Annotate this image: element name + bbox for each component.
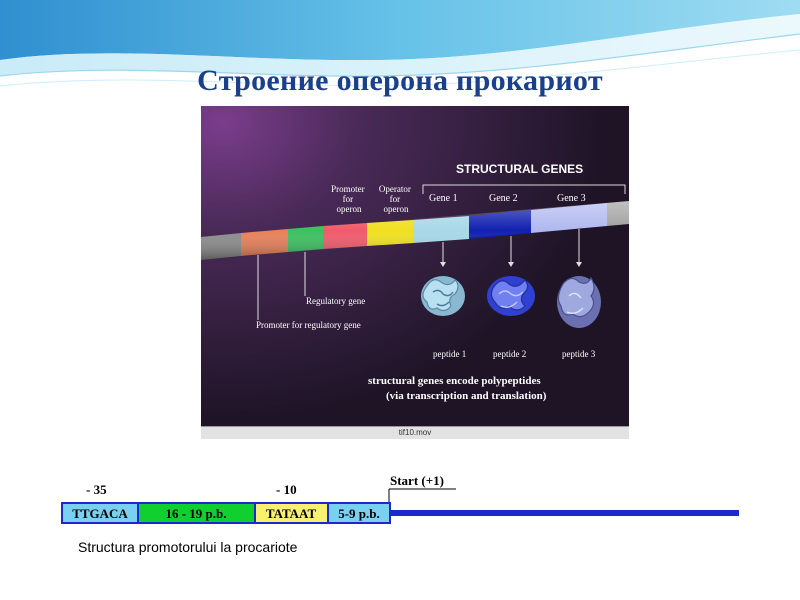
promoter-diagram: - 35 - 10 Start (+1) TTGACA 16 - 19 p.b.… [56, 468, 744, 558]
figure-caption-line-2: (via transcription and translation) [386, 390, 547, 402]
tube-shading [201, 201, 629, 260]
gene-1-arrowhead [440, 262, 446, 267]
peptide-3-label: peptide 3 [562, 349, 596, 359]
slide-title: Строение оперона прокариот [197, 64, 603, 97]
gene-3-arrowhead [576, 262, 582, 267]
dna-line [390, 510, 739, 516]
peptide-1-structure [421, 276, 465, 316]
start-label: Start (+1) [390, 473, 444, 488]
operator-operon-label: Operator for operon [379, 184, 413, 214]
promoter-operon-label: Promoter for operon [331, 184, 367, 214]
peptide-2-label: peptide 2 [493, 349, 526, 359]
minus-10-label: - 10 [276, 482, 297, 497]
figure-background [201, 106, 629, 438]
minus-35-label: - 35 [86, 482, 107, 497]
regulatory-gene-label: Regulatory gene [306, 296, 365, 306]
tataat-text: TATAAT [266, 506, 317, 521]
figure-caption-line-1: structural genes encode polypeptides [368, 375, 541, 387]
gene-2-arrowhead [508, 262, 514, 267]
structural-genes-heading: STRUCTURAL GENES [456, 162, 583, 176]
gene-2-label: Gene 2 [489, 193, 518, 204]
spacer-16-19-text: 16 - 19 p.b. [165, 506, 226, 521]
structural-genes-bracket [422, 184, 626, 194]
peptide-2-structure [487, 276, 535, 316]
spacer-5-9-text: 5-9 p.b. [338, 506, 380, 521]
header-wave-decoration [0, 0, 800, 87]
promoter-regulatory-label: Promoter for regulatory gene [256, 320, 361, 330]
movie-filename-bar: tif10.mov [201, 426, 629, 439]
peptide-3-structure [557, 276, 601, 328]
peptide-1-label: peptide 1 [433, 349, 466, 359]
operon-figure: STRUCTURAL GENES Promoter for operon Ope… [201, 106, 629, 438]
dna-tube [201, 201, 629, 260]
promoter-caption: Structura promotorului la procariote [78, 539, 298, 555]
gene-3-label: Gene 3 [557, 193, 586, 204]
ttgaca-text: TTGACA [72, 506, 128, 521]
gene-1-label: Gene 1 [429, 193, 458, 204]
